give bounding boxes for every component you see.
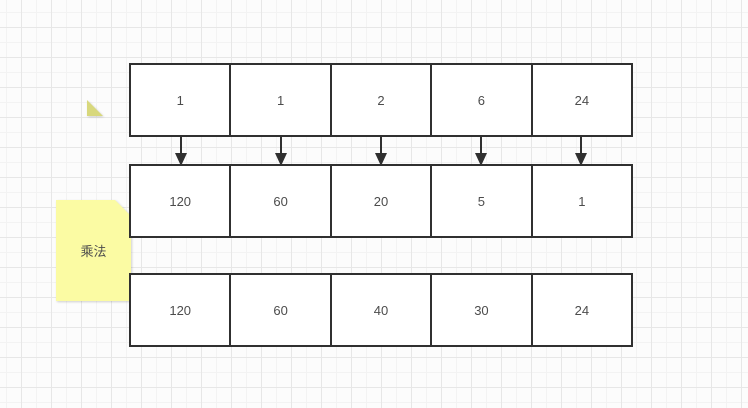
- box-cell[interactable]: 6: [430, 65, 531, 135]
- cell-value: 20: [373, 193, 389, 209]
- cell-value: 5: [477, 193, 486, 209]
- arrow-head-icon: [175, 153, 187, 166]
- down-arrow[interactable]: [375, 136, 387, 166]
- box-row-top: 1 1 2 6 24: [129, 63, 633, 137]
- box-cell[interactable]: 1: [131, 65, 230, 135]
- box-cell[interactable]: 24: [530, 275, 632, 345]
- box-cell[interactable]: 2: [329, 65, 431, 135]
- arrow-shaft: [280, 136, 282, 154]
- box-cell[interactable]: 1: [530, 166, 632, 236]
- box-cell[interactable]: 120: [131, 166, 230, 236]
- box-row-middle: 120 60 20 5 1: [129, 164, 633, 238]
- cell-value: 120: [169, 193, 192, 209]
- sticky-note-fold-icon: [87, 100, 103, 116]
- box-cell[interactable]: 5: [430, 166, 531, 236]
- box-cell[interactable]: 40: [329, 275, 431, 345]
- arrow-shaft: [480, 136, 482, 154]
- box-cell[interactable]: 120: [131, 275, 230, 345]
- box-cell[interactable]: 60: [229, 275, 330, 345]
- cell-value: 1: [276, 92, 285, 108]
- cell-value: 1: [176, 92, 184, 108]
- cell-value: 30: [474, 302, 489, 318]
- arrow-shaft: [580, 136, 582, 154]
- down-arrow[interactable]: [575, 136, 587, 166]
- down-arrow[interactable]: [175, 136, 187, 166]
- cell-value: 6: [477, 92, 486, 108]
- box-row-bottom: 120 60 40 30 24: [129, 273, 633, 347]
- cell-value: 24: [574, 92, 590, 108]
- arrow-head-icon: [475, 153, 487, 166]
- arrow-head-icon: [275, 153, 287, 166]
- arrow-head-icon: [575, 153, 587, 166]
- cell-value: 120: [169, 302, 192, 318]
- sticky-note-body: 乘法: [56, 200, 131, 301]
- sticky-note[interactable]: 乘法: [28, 100, 103, 201]
- cell-value: 60: [273, 193, 288, 209]
- box-cell[interactable]: 20: [329, 166, 431, 236]
- box-cell[interactable]: 24: [530, 65, 632, 135]
- cell-value: 2: [377, 92, 385, 108]
- down-arrow[interactable]: [275, 136, 287, 166]
- arrow-shaft: [180, 136, 182, 154]
- arrow-shaft: [380, 136, 382, 154]
- cell-value: 60: [273, 302, 288, 318]
- box-cell[interactable]: 30: [430, 275, 531, 345]
- sticky-note-label: 乘法: [80, 244, 107, 259]
- cell-value: 40: [373, 302, 389, 318]
- arrow-head-icon: [375, 153, 387, 166]
- box-cell[interactable]: 1: [229, 65, 330, 135]
- down-arrow[interactable]: [475, 136, 487, 166]
- box-cell[interactable]: 60: [229, 166, 330, 236]
- cell-value: 1: [578, 193, 586, 209]
- cell-value: 24: [574, 302, 590, 318]
